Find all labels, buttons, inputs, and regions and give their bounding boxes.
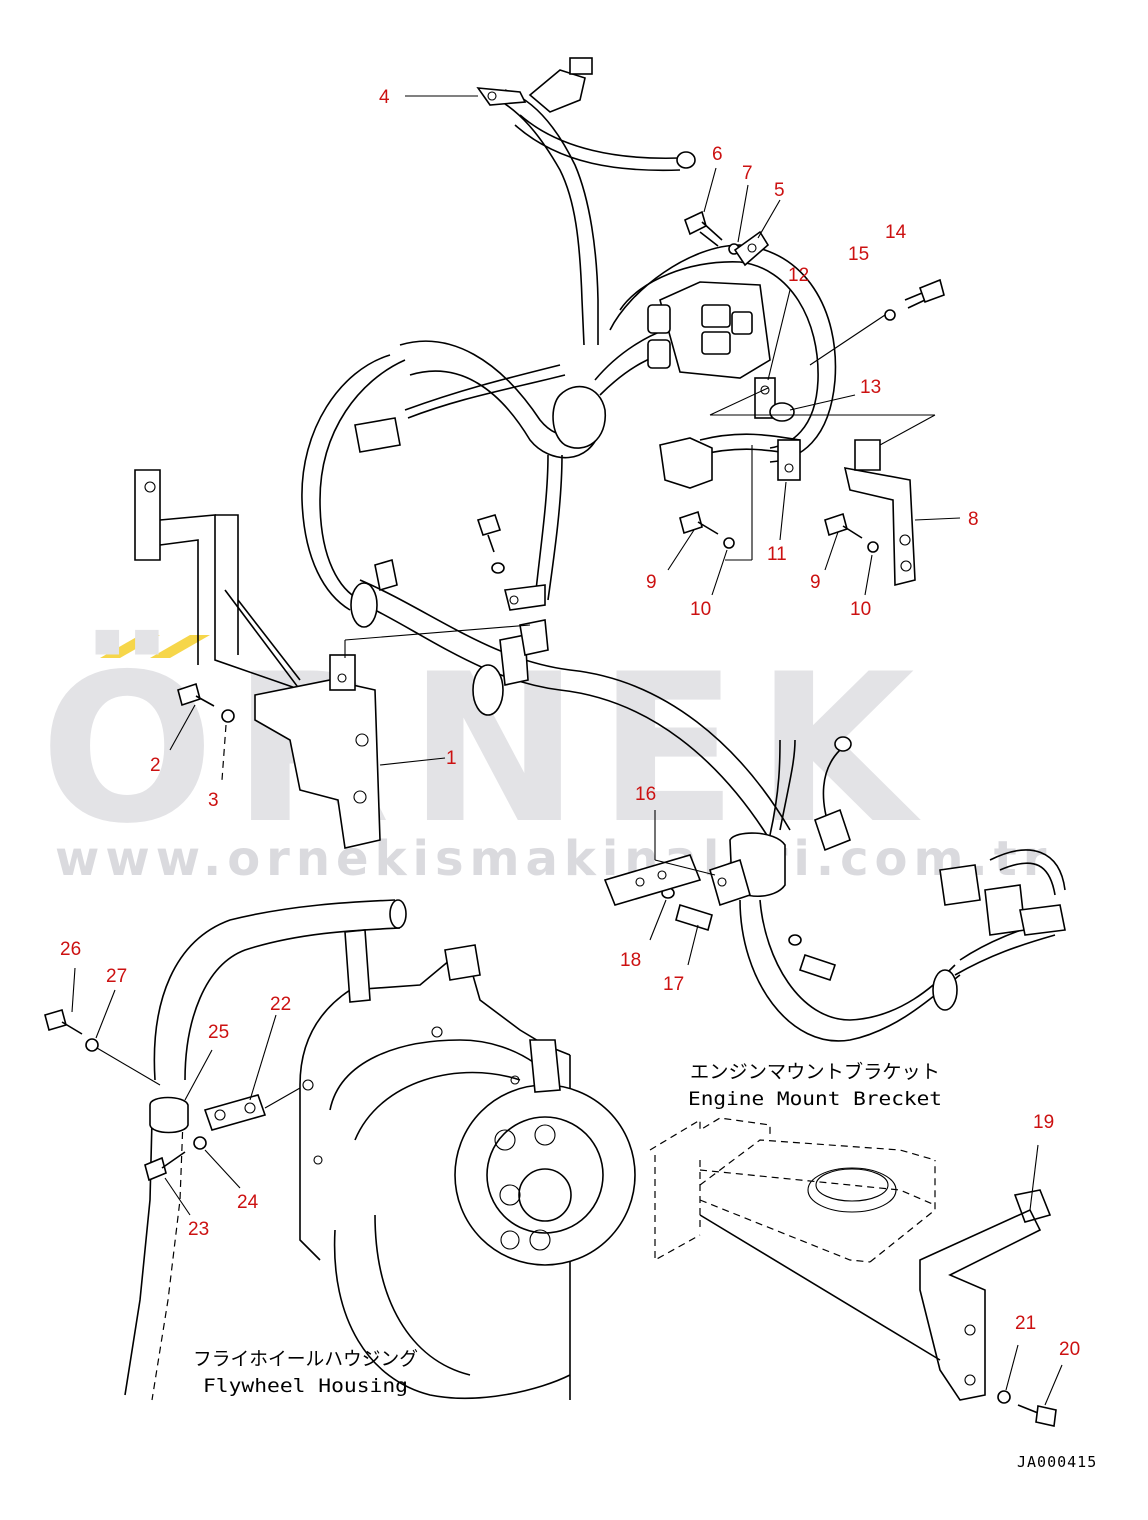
callout-10b: 10 [850,599,871,620]
callout-15: 15 [848,244,869,265]
watermark: ÖRNEK www.ornekismakinalari.com.tr [40,630,1052,887]
callout-13: 13 [860,377,881,398]
callout-7: 7 [742,163,753,184]
callout-10a: 10 [690,599,711,620]
callout-1: 1 [446,748,457,769]
flywheel-caption-jp: フライホイールハウジング [193,1348,418,1370]
callout-8: 8 [968,509,979,530]
callout-25: 25 [208,1022,229,1043]
bracket-right [843,439,916,587]
callout-9b: 9 [810,572,821,593]
callout-9a: 9 [646,572,657,593]
callout-3: 3 [208,790,219,811]
callout-22: 22 [270,994,291,1015]
fasteners-upper [177,210,945,723]
callout-18: 18 [620,950,641,971]
captions: エンジンマウントブラケット Engine Mount Brecket フライホイ… [193,1060,1097,1471]
callout-4: 4 [379,87,390,108]
wiring-harness-upper [301,57,837,611]
callout-11: 11 [767,544,787,565]
callout-20: 20 [1059,1339,1080,1360]
engine-mount-caption-jp: エンジンマウントブラケット [690,1060,940,1083]
flywheel-caption-en: Flywheel Housing [203,1375,408,1397]
callout-26: 26 [60,939,81,960]
engine-mount-caption-en: Engine Mount Brecket [688,1088,942,1110]
callout-27: 27 [106,966,127,987]
watermark-brand: ÖRNEK [40,630,933,869]
callout-17: 17 [663,974,684,995]
callout-14: 14 [885,222,907,243]
leader-lines [71,95,1063,1406]
callout-12: 12 [788,265,809,286]
callout-23: 23 [188,1219,209,1240]
callout-24: 24 [237,1192,259,1213]
bracket-left [134,469,381,849]
callout-6: 6 [712,144,723,165]
watermark-url: www.ornekismakinalari.com.tr [55,831,1052,887]
engine-mount-bracket [649,1117,1057,1427]
callout-21: 21 [1015,1313,1036,1334]
watermark-accent-right [150,635,210,658]
callout-2: 2 [150,755,161,776]
callout-5: 5 [774,180,785,201]
callout-19: 19 [1033,1112,1054,1133]
drawing-code: JA000415 [1017,1453,1097,1471]
watermark-accent-left [100,635,160,658]
wiring-harness-lower [350,514,1066,1042]
callout-16: 16 [635,784,656,805]
callouts: 1 2 3 4 5 6 7 8 9 9 10 10 11 12 13 14 15… [60,87,1080,1360]
flywheel-housing [44,899,636,1401]
